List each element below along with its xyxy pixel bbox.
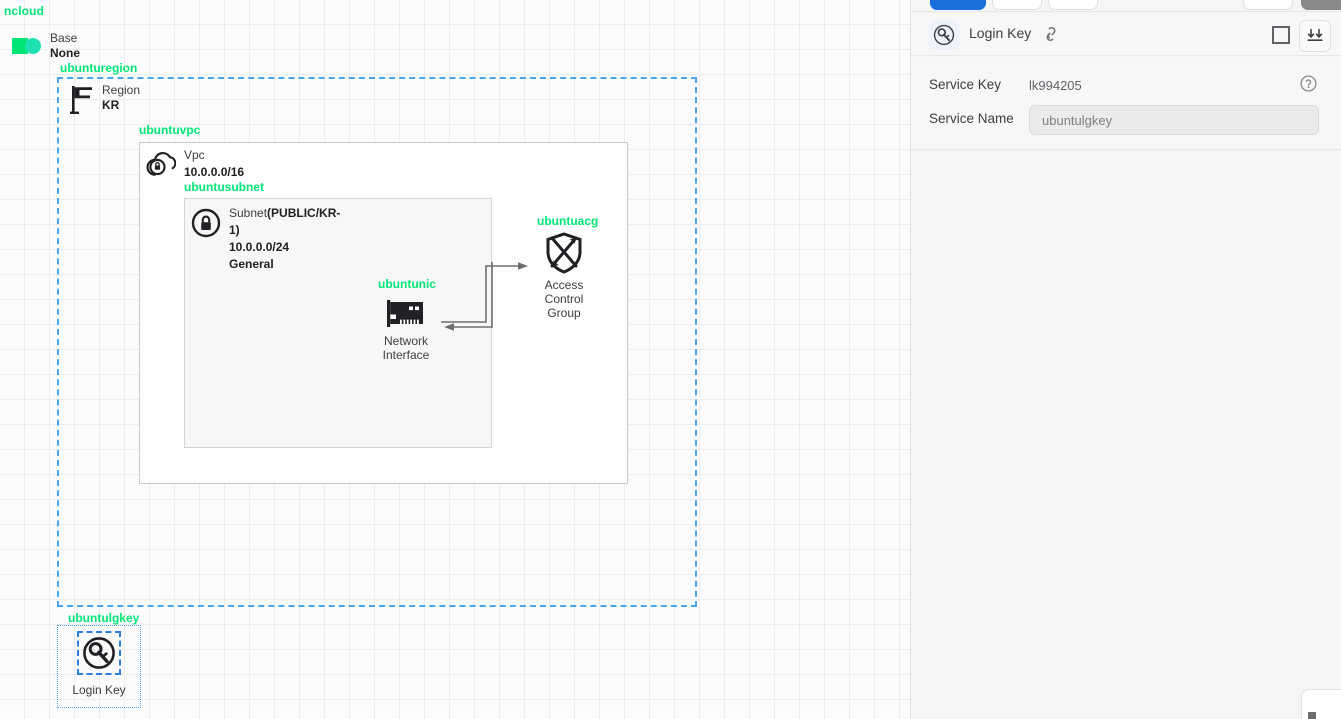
key-circle-icon	[933, 24, 955, 46]
toolbar-primary-button[interactable]	[930, 0, 986, 10]
acg-node[interactable]: Access Control Group	[528, 232, 600, 320]
corner-widget[interactable]	[1301, 689, 1341, 719]
base-type-label: Base	[50, 31, 78, 45]
subnet-usage: General	[229, 257, 274, 271]
region-type-label: Region	[102, 83, 141, 97]
nic-node-label: ubuntunic	[378, 277, 436, 291]
corner-widget-mark	[1308, 712, 1316, 719]
vpc-type-label: Vpc	[184, 148, 205, 162]
question-circle-icon[interactable]	[1300, 75, 1317, 92]
toolbar-button-5[interactable]	[1301, 0, 1341, 10]
nic-node[interactable]: Network Interface	[370, 298, 442, 362]
acg-node-label: ubuntuacg	[537, 214, 599, 228]
key-circle-icon	[83, 637, 115, 669]
loginkey-selection-box[interactable]	[77, 631, 121, 675]
panel-title: Login Key	[969, 25, 1032, 41]
panel-form: Service Key lk994205 Service Name	[911, 57, 1341, 150]
properties-panel: Login Key Service Key lk994205	[910, 0, 1341, 719]
acg-caption: Access Control Group	[528, 278, 600, 320]
base-value: None	[50, 46, 80, 60]
collapse-all-icon	[1307, 28, 1323, 41]
acg-caption-line2: Control	[544, 292, 584, 306]
service-name-label: Service Name	[929, 111, 1014, 126]
panel-header: Login Key	[911, 13, 1341, 56]
loginkey-node[interactable]: Login Key	[57, 625, 141, 708]
region-group-label: ubunturegion	[60, 61, 138, 75]
service-key-label: Service Key	[929, 77, 1002, 92]
region-value: KR	[102, 98, 120, 112]
base-node-text: Base None	[50, 31, 80, 61]
region-group-box[interactable]	[57, 77, 697, 607]
subnet-group-box[interactable]	[184, 198, 492, 448]
vpc-cidr: 10.0.0.0/16	[184, 165, 245, 179]
square-icon[interactable]	[1272, 26, 1290, 44]
region-node-text: Region KR	[102, 83, 140, 113]
base-node[interactable]: Base None	[12, 31, 132, 67]
collapse-all-button[interactable]	[1299, 20, 1331, 52]
base-icon	[12, 38, 42, 54]
field-row-service-name: Service Name	[911, 105, 1341, 141]
subnet-scope: (PUBLIC/KR-1)	[229, 206, 341, 237]
loginkey-node-label: ubuntulgkey	[68, 611, 140, 625]
subnet-group-label: ubuntusubnet	[184, 180, 264, 194]
nic-caption-line1: Network	[383, 334, 428, 348]
nic-caption-line2: Interface	[382, 348, 430, 362]
root-label: ncloud	[4, 4, 44, 18]
acg-caption-line1: Access	[544, 278, 584, 292]
shield-cross-icon	[546, 232, 582, 274]
field-row-service-key: Service Key lk994205	[911, 73, 1341, 107]
toolbar-button-3[interactable]	[1048, 0, 1098, 10]
cloud-lock-icon	[146, 151, 176, 176]
green-circle-icon	[25, 38, 41, 54]
nic-caption: Network Interface	[370, 334, 442, 362]
diagram-canvas[interactable]: ncloud Base None ubunturegion Region	[0, 0, 910, 719]
loginkey-caption: Login Key	[72, 683, 126, 697]
service-name-input[interactable]	[1029, 105, 1319, 135]
lock-circle-icon	[191, 208, 221, 238]
vpc-group-label: ubuntuvpc	[139, 123, 201, 137]
subnet-type-label: Subnet	[229, 206, 268, 220]
toolbar-button-2[interactable]	[992, 0, 1042, 10]
subnet-cidr: 10.0.0.0/24	[229, 240, 290, 254]
toolbar-button-4[interactable]	[1243, 0, 1293, 10]
acg-caption-line3: Group	[547, 306, 581, 320]
network-interface-card-icon	[387, 300, 423, 327]
green-square-icon	[12, 38, 28, 54]
panel-empty-area	[911, 150, 1341, 719]
subnet-node-text: Subnet(PUBLIC/KR-1) 10.0.0.0/24 General	[229, 205, 340, 273]
panel-toolbar	[911, 0, 1341, 12]
vpc-node-text: Vpc 10.0.0.0/16	[184, 147, 244, 181]
flag-icon	[70, 86, 92, 114]
chain-link-icon[interactable]	[1042, 25, 1060, 43]
panel-key-icon	[929, 20, 959, 50]
service-key-value: lk994205	[1029, 78, 1082, 93]
